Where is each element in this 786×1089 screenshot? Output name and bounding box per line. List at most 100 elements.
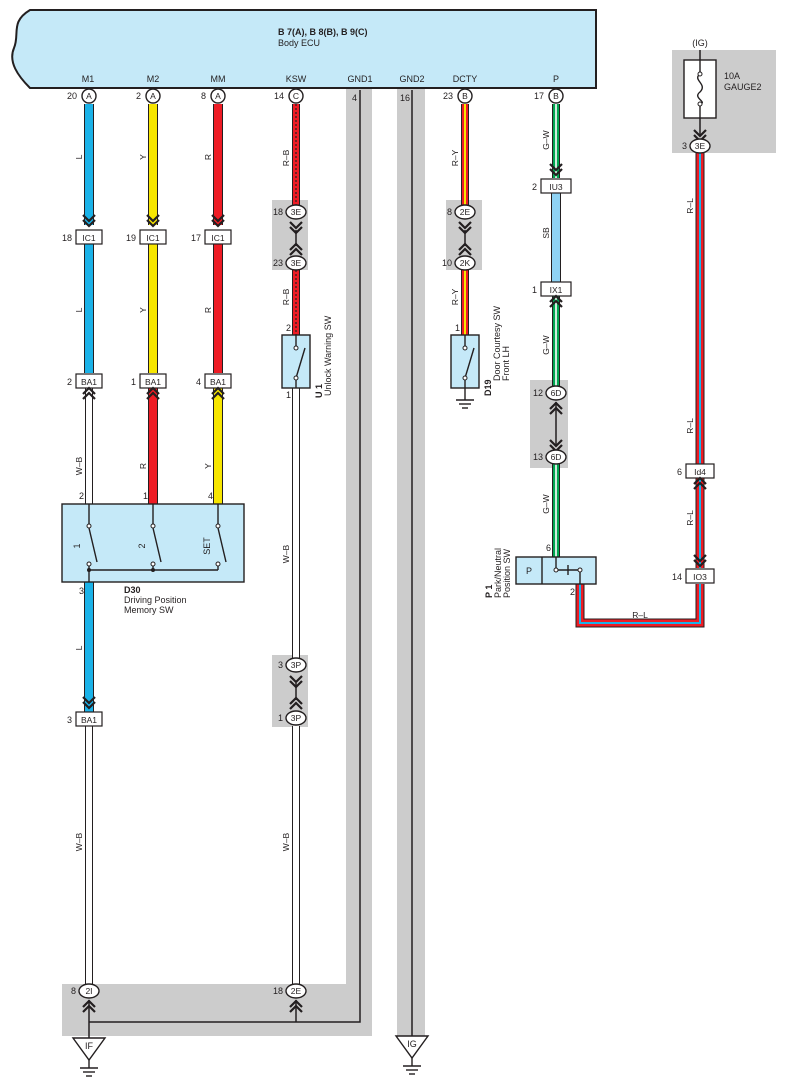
wl-dcty-b: R–Y: [450, 288, 460, 305]
wl-ksw-d: W–B: [281, 832, 291, 851]
d19-code: D19: [483, 379, 493, 396]
wl-m2-a: Y: [138, 154, 148, 160]
svg-text:17: 17: [534, 91, 544, 101]
ground-if: IF: [71, 1037, 107, 1077]
d19-line1: Door Courtesy SW: [492, 305, 502, 381]
conn-ba1-3-id: BA1: [210, 377, 226, 387]
wl-ig-c: R–L: [685, 510, 695, 526]
fuse-name: GAUGE2: [724, 82, 762, 92]
conn-ix1-id: IX1: [550, 285, 563, 295]
p1-line2: Position SW: [502, 548, 512, 598]
wl-m1-e: W–B: [74, 832, 84, 851]
signal-gnd2: GND2: [399, 74, 424, 84]
conn-id4-id: Id4: [694, 467, 706, 477]
u1-name: Unlock Warning SW: [323, 315, 333, 396]
conn-ba1-low-id: BA1: [81, 715, 97, 725]
svg-text:SET: SET: [202, 537, 212, 555]
p1-switch: P 6 2 P 1 Park/Neutral Position SW: [484, 543, 597, 598]
d30-switch: 2 1 4 1 2 SET 3 D30 Drivin: [61, 491, 245, 615]
wl-ig-d: R–L: [632, 610, 648, 620]
d30-line2: Memory SW: [124, 605, 174, 615]
conn-p-6d-b-pin: 13: [533, 452, 543, 462]
svg-text:14: 14: [274, 91, 284, 101]
svg-text:IG: IG: [407, 1039, 417, 1049]
conn-ksw-3e-a-id: 3E: [291, 207, 302, 217]
wl-p-a: G–W: [541, 130, 551, 149]
conn-io3-id: IO3: [693, 572, 707, 582]
svg-text:2: 2: [79, 491, 84, 501]
svg-text:C: C: [293, 91, 299, 101]
svg-text:4: 4: [208, 491, 213, 501]
ground-bus: [88, 1000, 297, 1038]
wl-ksw-a: R–B: [281, 149, 291, 166]
wl-m1-d: L: [74, 645, 84, 650]
conn-m1-2i-pin: 8: [71, 986, 76, 996]
conn-ksw-2e-id: 2E: [291, 986, 302, 996]
signal-ksw: KSW: [286, 74, 307, 84]
conn-ic1-m1-id: IC1: [82, 233, 96, 243]
wl-m2-c: R: [138, 463, 148, 469]
fuse-rating: 10A: [724, 71, 740, 81]
conn-p-6d-a-pin: 12: [533, 388, 543, 398]
rect-connectors: IC1 18 IC1 19 IC1 17 BA1 2 BA1 1 BA1 4 B…: [62, 162, 715, 727]
wl-ig-b: R–L: [685, 418, 695, 434]
wl-ig-a: R–L: [685, 198, 695, 214]
fuse-gauge2: (IG) 10A GAUGE2: [683, 38, 762, 136]
conn-ba1-3-pin: 4: [196, 377, 201, 387]
svg-text:2: 2: [137, 543, 147, 548]
d30-line1: Driving Position: [124, 595, 187, 605]
conn-ic1-mm-pin: 17: [191, 233, 201, 243]
wl-dcty-a: R–Y: [450, 149, 460, 166]
svg-text:B: B: [553, 91, 559, 101]
p1-line1: Park/Neutral: [493, 548, 503, 598]
conn-ix1-pin: 1: [532, 285, 537, 295]
conn-ic1-m2-pin: 19: [126, 233, 136, 243]
ecu-pin-m1: A 20: [67, 88, 97, 104]
svg-text:1: 1: [455, 323, 460, 333]
conn-ksw-3e-b-pin: 23: [273, 258, 283, 268]
wire-color-labels: L L W–B L W–B Y Y R R R Y R–B R–B W–B W–…: [74, 130, 695, 851]
conn-ksw-3p-b-pin: 1: [278, 713, 283, 723]
svg-text:A: A: [215, 91, 221, 101]
svg-text:1: 1: [72, 543, 82, 548]
d19-line2: Front LH: [501, 346, 511, 381]
wire-ig-feed: [575, 152, 705, 628]
wl-m1-a: L: [74, 154, 84, 159]
signal-p: P: [553, 74, 559, 84]
ecu-pin-mm: A 8: [201, 88, 226, 104]
conn-dcty-2e-pin: 8: [447, 207, 452, 217]
fuse-source: (IG): [692, 38, 708, 48]
wl-mm-c: Y: [203, 463, 213, 469]
conn-ba1-2-pin: 1: [131, 377, 136, 387]
wl-mm-a: R: [203, 154, 213, 160]
conn-fuse-3e-pin: 3: [682, 141, 687, 151]
signal-dcty: DCTY: [453, 74, 478, 84]
wl-m1-c: W–B: [74, 456, 84, 475]
conn-ba1-2-id: BA1: [145, 377, 161, 387]
wl-m1-b: L: [74, 307, 84, 312]
svg-text:IF: IF: [85, 1041, 94, 1051]
conn-p-6d-a-id: 6D: [551, 388, 562, 398]
svg-text:2: 2: [136, 91, 141, 101]
conn-iu3-id: IU3: [549, 182, 563, 192]
body-ecu: B 7(A), B 8(B), B 9(C) Body ECU: [11, 9, 597, 89]
wl-mm-b: R: [203, 307, 213, 313]
ecu-code: B 7(A), B 8(B), B 9(C): [278, 27, 368, 37]
ecu-pin-gnd1: 4: [352, 93, 357, 103]
u1-code: U 1: [314, 384, 324, 398]
svg-text:A: A: [86, 91, 92, 101]
conn-dcty-2k-pin: 10: [442, 258, 452, 268]
wl-ksw-b: R–B: [281, 288, 291, 305]
wl-p-b: SB: [541, 227, 551, 239]
svg-text:B: B: [462, 91, 468, 101]
p1-code: P 1: [484, 585, 494, 598]
wire-gnd: [89, 90, 413, 1036]
ecu-pin-m2: A 2: [136, 88, 161, 104]
ecu-name: Body ECU: [278, 38, 320, 48]
oval-connectors: 3E 18 3E 23 3P 3 3P 1 2E 8 2K 10 6D 12: [71, 128, 711, 1014]
conn-p-6d-b-id: 6D: [551, 452, 562, 462]
ecu-pin-ksw: C 14: [274, 88, 304, 104]
signal-mm: MM: [211, 74, 226, 84]
conn-ic1-mm-id: IC1: [211, 233, 225, 243]
